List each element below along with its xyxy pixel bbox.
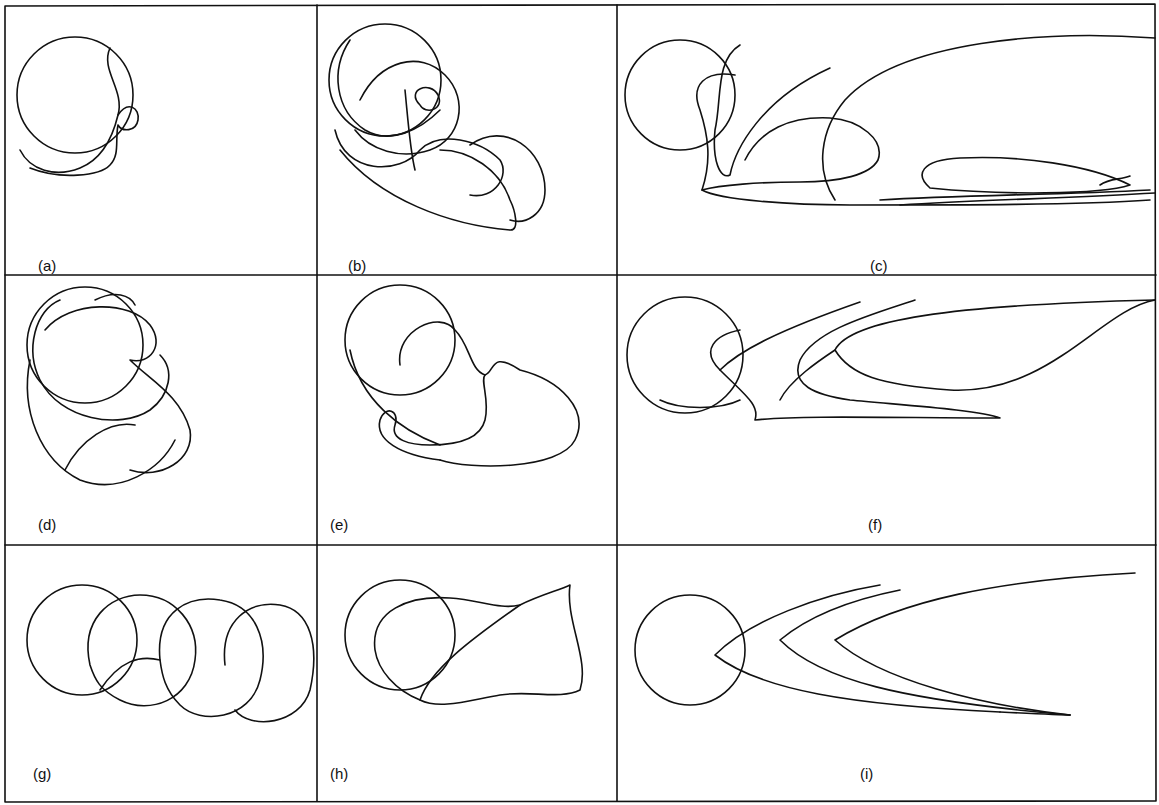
panel-a-curves xyxy=(17,37,138,175)
panel-c-curves xyxy=(625,36,1155,205)
panel-label: (c) xyxy=(870,258,888,273)
panel-f-curves xyxy=(627,297,1155,420)
panel-e-curves xyxy=(345,285,579,466)
panel-g-curves xyxy=(27,585,314,722)
panel-b-curves xyxy=(329,24,545,230)
panel-label: (a) xyxy=(38,258,56,273)
panel-label: (e) xyxy=(330,517,348,532)
panel-label: (f) xyxy=(868,517,882,532)
panel-label: (i) xyxy=(860,766,873,781)
panel-label: (g) xyxy=(33,766,51,781)
panel-label: (d) xyxy=(38,517,56,532)
panel-label: (h) xyxy=(330,766,348,781)
panel-label: (b) xyxy=(348,258,366,273)
panel-grid xyxy=(5,4,1156,802)
panel-h-curves xyxy=(345,580,582,704)
panel-i-curves xyxy=(635,573,1135,715)
panel-d-curves xyxy=(27,287,190,484)
